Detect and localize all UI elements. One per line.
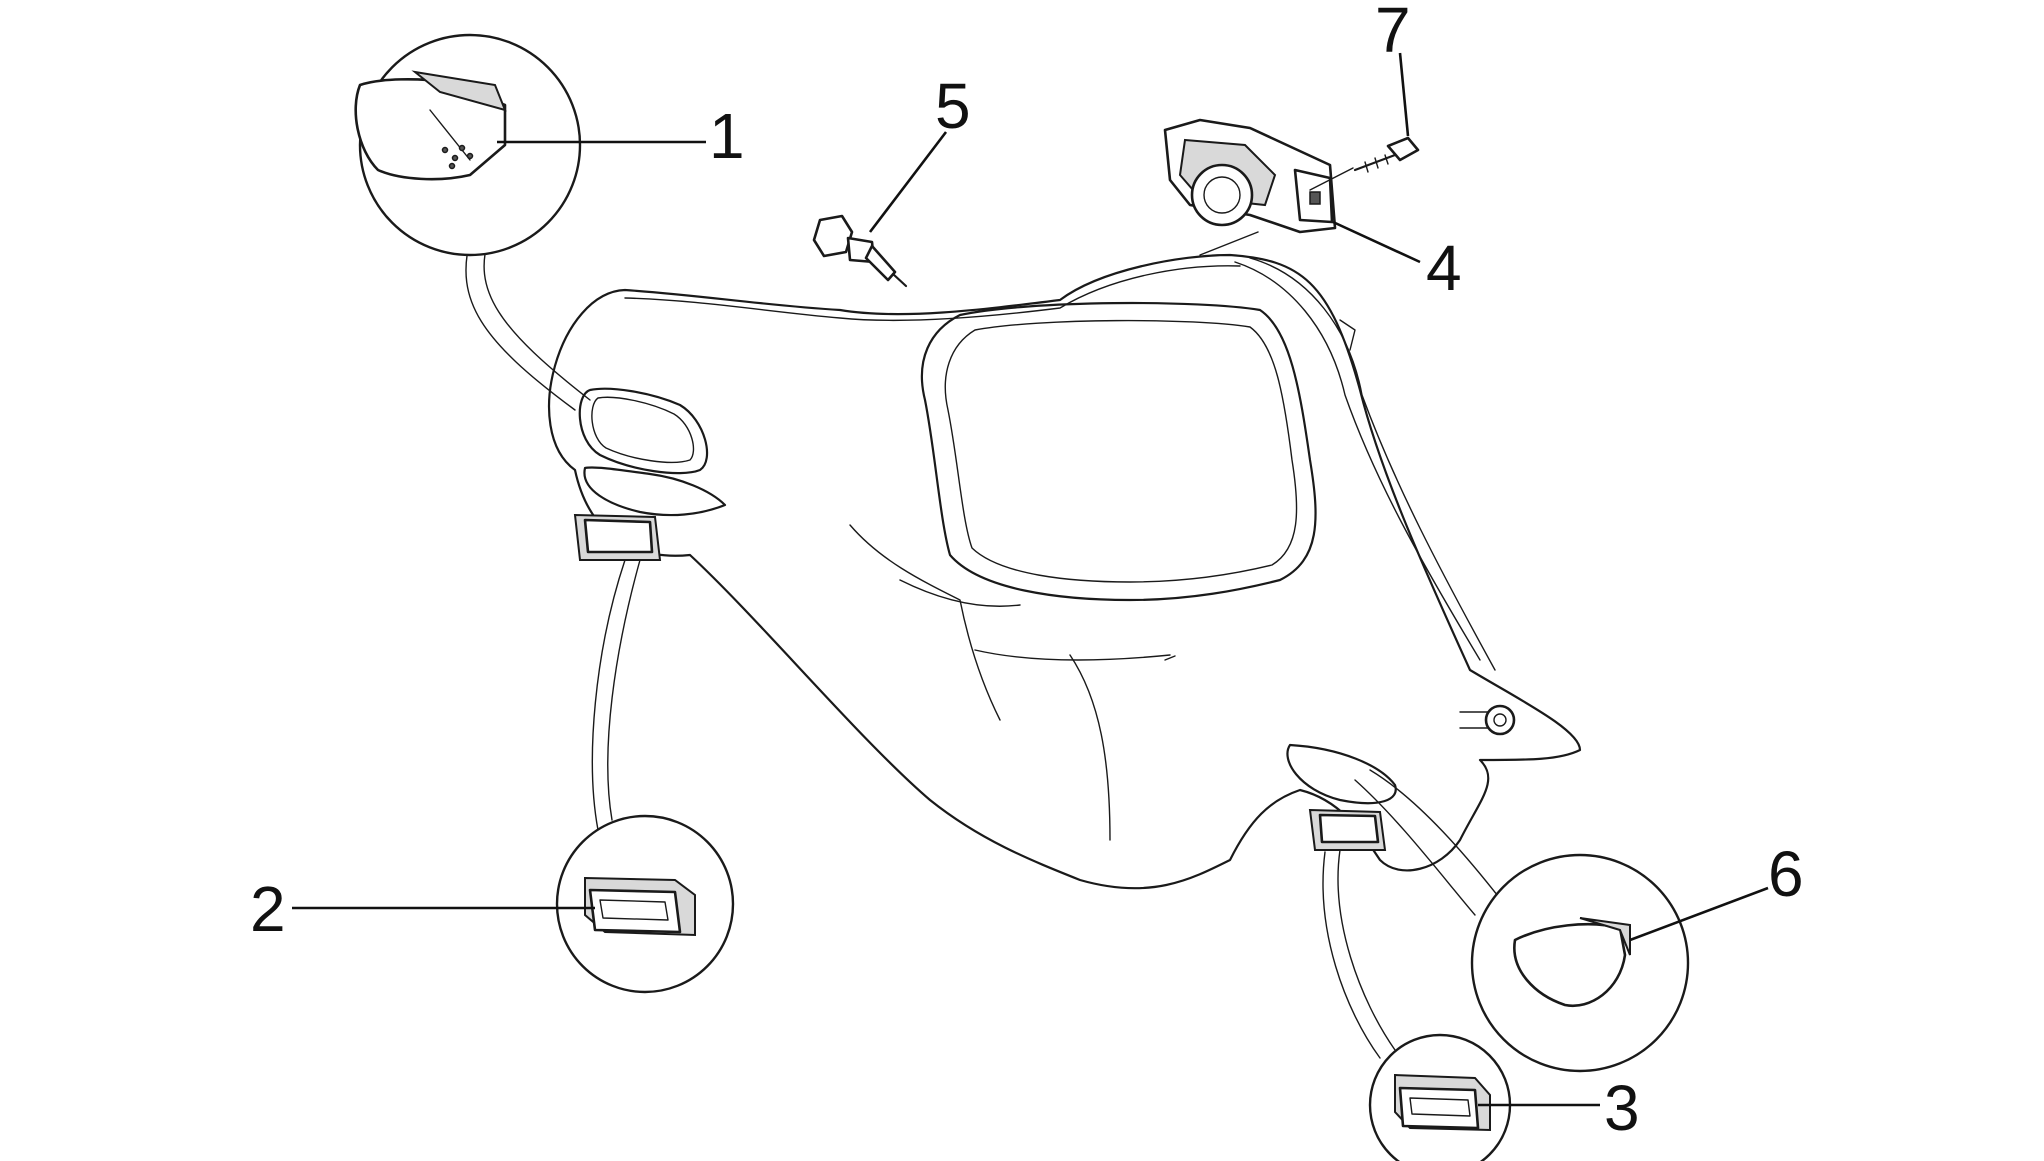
- detail-circle-6: [1354, 769, 1690, 1073]
- callout-5: 5: [868, 70, 971, 233]
- detail-circle-2: [555, 559, 735, 994]
- callout-3: 3: [1478, 1072, 1640, 1144]
- callout-4: 4: [1332, 220, 1462, 304]
- callout-1: 1: [497, 100, 745, 172]
- callout-number-1: 1: [709, 100, 745, 172]
- part-5-sensor-icon: [812, 214, 908, 288]
- callout-number-4: 4: [1426, 232, 1462, 304]
- callout-number-2: 2: [250, 873, 286, 945]
- callout-number-3: 3: [1604, 1072, 1640, 1144]
- callout-number-5: 5: [935, 70, 971, 142]
- part-1-switch-icon: [354, 70, 507, 181]
- part-7-screw-icon: [1309, 136, 1420, 191]
- callout-7: 7: [1375, 0, 1411, 137]
- part-3-switch-icon: [1394, 1073, 1491, 1132]
- part-6-switch-icon: [1513, 917, 1631, 1008]
- callout-number-6: 6: [1768, 838, 1804, 910]
- part-4-lock-icon: [1163, 118, 1337, 256]
- handlebar-rear-cover: [548, 253, 1582, 890]
- callout-2: 2: [250, 873, 595, 945]
- callout-number-7: 7: [1375, 0, 1411, 66]
- detail-circle-1: [354, 33, 591, 411]
- part-2-switch-icon: [584, 876, 696, 937]
- callout-6: 6: [1629, 838, 1804, 942]
- detail-circle-3: [1322, 849, 1512, 1161]
